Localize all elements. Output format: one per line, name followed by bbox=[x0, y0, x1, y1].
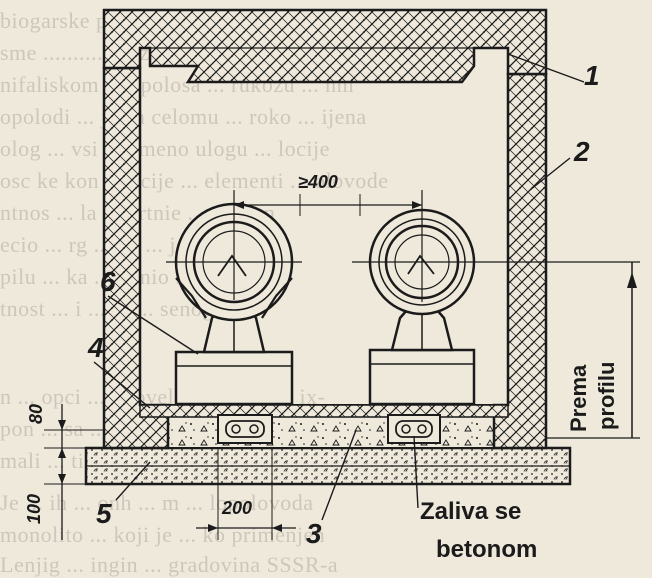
duct-wall-right bbox=[492, 72, 548, 450]
part-label-3: 3 bbox=[306, 518, 322, 549]
side-text-prema: Prema bbox=[566, 364, 591, 432]
part-label-1: 1 bbox=[584, 60, 600, 91]
cover-slab bbox=[102, 8, 548, 84]
pipe-left bbox=[166, 190, 302, 406]
bg-line: osc ke kon ... kcije ... elementi ... ol… bbox=[0, 168, 389, 193]
duct-floor bbox=[139, 404, 509, 418]
dimension-400-label: ≥400 bbox=[298, 172, 338, 192]
dimension-80-label: 80 bbox=[26, 403, 46, 424]
profile-arrow bbox=[546, 262, 640, 439]
dimension-left bbox=[44, 404, 104, 540]
bg-line: Je ... ih ... onh ... m ... lopolovoda bbox=[0, 490, 314, 515]
floor-channel-left bbox=[217, 414, 273, 444]
pipe-right bbox=[352, 190, 640, 406]
note-line-1: Zaliva se bbox=[420, 498, 522, 525]
base-slab bbox=[84, 446, 572, 486]
part-label-5: 5 bbox=[96, 498, 112, 529]
part-label-6: 6 bbox=[100, 266, 116, 297]
dimension-bottom bbox=[196, 448, 296, 540]
dimension-400 bbox=[234, 194, 422, 216]
duct-wall-left bbox=[102, 66, 170, 450]
bg-line: monolito ... koji je ... ko primenjen bbox=[0, 522, 326, 547]
dimension-100-label: 100 bbox=[24, 493, 44, 524]
bg-line: opolodi ... je na celomu ... roko ... ij… bbox=[0, 104, 367, 129]
bg-line: olog ... vsi ... emeno ulogu ... locije bbox=[0, 136, 330, 161]
leader-lines bbox=[93, 53, 585, 521]
bg-line: Lenjig ... ingin ... gradovina SSSR-a bbox=[0, 552, 339, 577]
part-label-4: 4 bbox=[88, 332, 104, 363]
part-label-2: 2 bbox=[574, 136, 590, 167]
side-text-profilu: profilu bbox=[594, 361, 619, 430]
note-line-2: betonom bbox=[436, 536, 538, 563]
dimension-200-label: 200 bbox=[222, 498, 253, 518]
